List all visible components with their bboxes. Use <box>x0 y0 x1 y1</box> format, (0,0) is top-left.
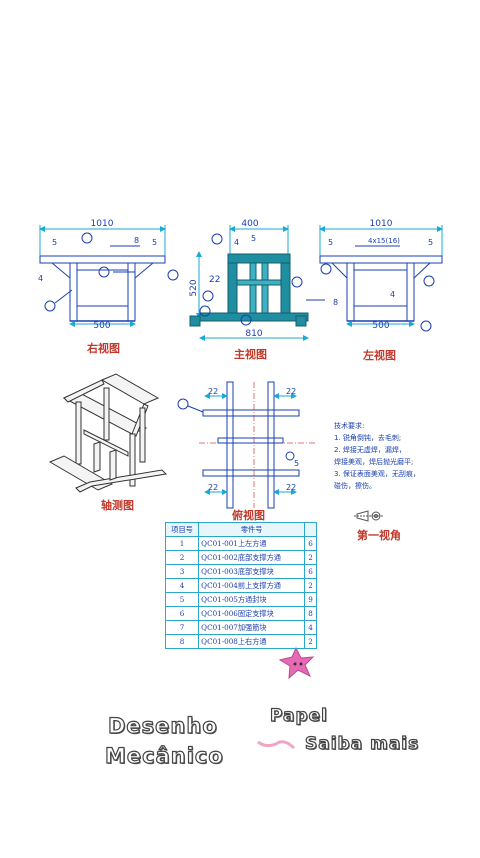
top-dim-22c: 22 <box>208 483 218 492</box>
left-dim-5b: 5 <box>428 238 433 247</box>
first-angle-title: 第一视角 <box>357 529 401 542</box>
front-height-dim: 520 <box>189 279 199 296</box>
right-view-title: 右视图 <box>87 342 120 355</box>
right-view <box>39 225 179 327</box>
right-dim-8: 8 <box>134 236 139 245</box>
caption-desenho: Desenho <box>107 713 218 738</box>
star-mascot-icon <box>278 646 315 680</box>
caption-papel: Papel <box>269 705 329 726</box>
front-dim-4: 4 <box>234 238 239 247</box>
bom-header-part: 零件号 <box>198 522 306 537</box>
top-view-title: 俯视图 <box>232 509 265 522</box>
right-dim-5a: 5 <box>52 238 57 247</box>
bom-header-qty <box>304 522 317 537</box>
tech-line: 1. 锐角倒钝，去毛刺; <box>334 434 402 442</box>
left-bottom-dim: 500 <box>372 321 389 331</box>
left-view-title: 左视图 <box>363 349 396 362</box>
front-dim-22: 22 <box>209 275 220 285</box>
bom-header-row: 项目号 零件号 <box>164 522 317 537</box>
tech-line: 3. 保证表面美观，无刮痕， <box>334 470 420 478</box>
tech-line: 2. 焊接无虚焊，漏焊， <box>334 446 406 454</box>
top-dim-22b: 22 <box>286 387 296 396</box>
front-dim-8: 8 <box>333 298 338 307</box>
axonometric-view-title: 轴测图 <box>101 499 134 512</box>
axonometric-view <box>48 373 168 493</box>
front-bottom-dim: 810 <box>245 329 262 339</box>
top-view <box>177 381 315 509</box>
right-bottom-dim: 500 <box>93 321 110 331</box>
front-view-title: 主视图 <box>234 348 267 361</box>
caption-mecanico: Mecânico <box>104 743 224 768</box>
saiba-mais-link[interactable]: Saiba mais <box>304 733 420 754</box>
swirl-decoration-icon <box>257 740 296 750</box>
right-width-dim: 1010 <box>91 219 114 229</box>
top-dim-5: 5 <box>294 459 299 468</box>
tech-line: 碰伤，擦伤。 <box>334 482 376 490</box>
front-dim-5: 5 <box>251 234 256 243</box>
front-view <box>189 225 325 341</box>
left-width-dim: 1010 <box>370 219 393 229</box>
right-dim-5b: 5 <box>152 238 157 247</box>
bom-header-no: 项目号 <box>164 522 200 537</box>
technical-requirements: 技术要求: 1. 锐角倒钝，去毛刺; 2. 焊接无虚焊，漏焊， 焊接美观，焊后抛… <box>334 420 474 492</box>
left-dim-5a: 5 <box>328 238 333 247</box>
left-view <box>319 225 443 332</box>
right-dim-4: 4 <box>38 274 43 283</box>
left-weld-note: 4x15(16) <box>368 237 400 245</box>
front-width-dim: 400 <box>241 219 258 229</box>
top-dim-22d: 22 <box>286 483 296 492</box>
left-dim-4: 4 <box>390 290 395 299</box>
tech-title: 技术要求: <box>334 422 365 430</box>
first-angle-symbol <box>354 510 383 522</box>
top-dim-22a: 22 <box>208 387 218 396</box>
tech-line: 焊接美观，焊后抛光磨平; <box>334 458 414 466</box>
